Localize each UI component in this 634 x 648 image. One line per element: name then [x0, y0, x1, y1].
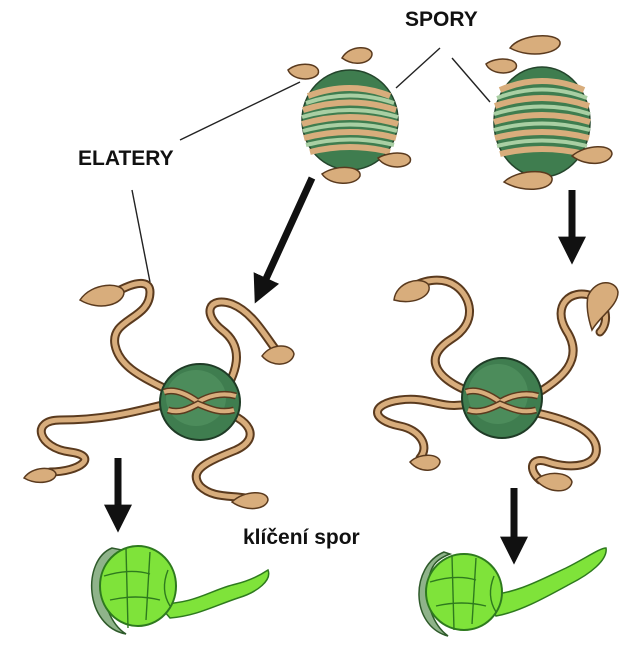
- spore-with-elaters-right: [486, 36, 612, 189]
- leader-lines: [132, 48, 490, 282]
- spore-released-elaters-left: [24, 283, 294, 508]
- label-spory: SPORY: [405, 8, 478, 32]
- germinating-spore-left: [92, 546, 269, 634]
- leader-elatery-bottom: [132, 190, 150, 282]
- spore-with-elaters-left: [288, 48, 410, 184]
- leader-spory-right: [452, 58, 490, 102]
- label-klicení-spor: klíčení spor: [243, 526, 360, 550]
- spore-released-elaters-right: [378, 280, 619, 491]
- label-elatery: ELATERY: [78, 147, 174, 171]
- leader-elatery-top: [180, 82, 300, 140]
- arrow-left-diagonal: [260, 178, 312, 292]
- germinating-spore-right: [419, 548, 606, 636]
- leader-spory-left: [396, 48, 440, 88]
